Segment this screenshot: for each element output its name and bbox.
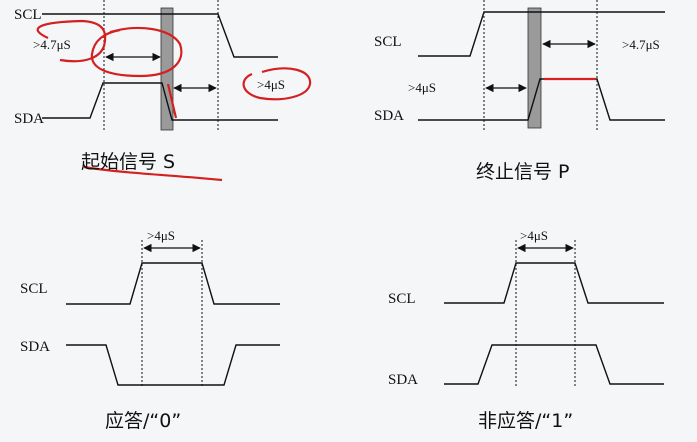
start-sda-waveform <box>42 82 278 121</box>
ack-caption: 应答/“0” <box>105 410 181 432</box>
start-red-sda-highlight <box>166 83 178 119</box>
stop-condition-panel: SCL SDA >4μS >4.7μS 终止信号 P <box>374 0 665 183</box>
nack-panel: SCL SDA >4μS 非应答/“1” <box>388 228 664 432</box>
stop-setup-bar <box>527 7 542 129</box>
ack-panel: SCL SDA >4μS 应答/“0” <box>20 228 280 432</box>
stop-setup-time-label: >4μS <box>408 80 436 95</box>
nack-scl-label: SCL <box>388 291 416 307</box>
stop-scl-label: SCL <box>374 34 402 50</box>
ack-sda-waveform <box>66 344 280 386</box>
stop-scl-waveform <box>418 11 665 57</box>
nack-scl-waveform <box>444 262 664 304</box>
start-red-circle-hold-label <box>242 67 312 101</box>
ack-scl-waveform <box>66 262 280 305</box>
ack-high-time-label: >4μS <box>147 228 175 243</box>
nack-caption: 非应答/“1” <box>478 410 573 432</box>
start-scl-waveform <box>42 13 278 58</box>
stop-caption: 终止信号 P <box>476 161 570 183</box>
ack-sda-label: SDA <box>20 339 50 355</box>
stop-sda-label: SDA <box>374 108 404 124</box>
start-condition-panel: SCL SDA >4.7μS >4μS 起始信号 S <box>14 0 312 182</box>
nack-high-time-label: >4μS <box>520 228 548 243</box>
start-scl-label: SCL <box>14 7 42 23</box>
start-hold-time-label: >4μS <box>257 77 285 92</box>
nack-sda-waveform <box>444 344 664 385</box>
nack-sda-label: SDA <box>388 372 418 388</box>
stop-hold-time-label: >4.7μS <box>622 37 660 52</box>
start-red-underline <box>83 165 223 182</box>
start-setup-time-label: >4.7μS <box>33 37 71 52</box>
ack-scl-label: SCL <box>20 281 48 297</box>
start-red-circle-setup-arrow <box>90 26 183 78</box>
stop-sda-waveform <box>418 78 665 121</box>
start-caption: 起始信号 S <box>81 151 175 173</box>
start-sda-label: SDA <box>14 111 44 127</box>
